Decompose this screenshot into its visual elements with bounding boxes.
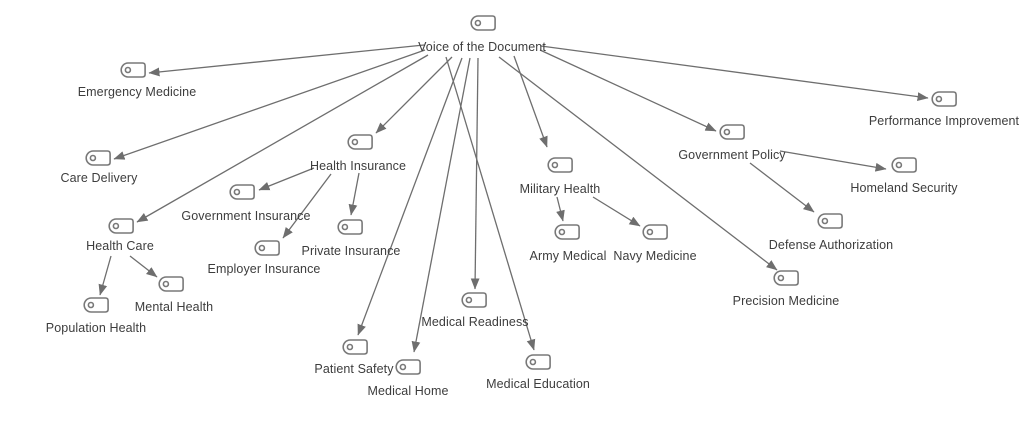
node-government-insurance-tag-icon[interactable] [229, 184, 255, 200]
node-performance-improvement-label[interactable]: Performance Improvement [868, 114, 1020, 128]
node-patient-safety-tag-icon[interactable] [342, 339, 368, 355]
node-government-policy-tag-icon[interactable] [719, 124, 745, 140]
node-care-delivery-label[interactable]: Care Delivery [60, 171, 138, 185]
node-private-insurance-tag-icon[interactable] [337, 219, 363, 235]
node-navy-medicine-tag-icon[interactable] [642, 224, 668, 240]
node-health-insurance-label[interactable]: Health Insurance [309, 159, 407, 173]
node-medical-home-label[interactable]: Medical Home [367, 384, 449, 398]
node-emergency-medicine-label[interactable]: Emergency Medicine [77, 85, 197, 99]
edge-voice-of-the-document--health-care [136, 54, 429, 223]
node-health-insurance-tag-icon[interactable] [347, 134, 373, 150]
edge-voice-of-the-document--performance-improvement [540, 45, 929, 101]
edge-health-insurance--employer-insurance [282, 173, 332, 239]
node-employer-insurance-label[interactable]: Employer Insurance [207, 262, 321, 276]
edge-health-care--mental-health [129, 255, 158, 278]
node-army-medical-label[interactable]: Army Medical [529, 249, 607, 263]
edge-health-insurance--private-insurance [348, 172, 360, 216]
node-precision-medicine-tag-icon[interactable] [773, 270, 799, 286]
node-employer-insurance-tag-icon[interactable] [254, 240, 280, 256]
node-care-delivery-tag-icon[interactable] [85, 150, 111, 166]
node-army-medical-tag-icon[interactable] [554, 224, 580, 240]
edge-voice-of-the-document--military-health [513, 55, 548, 148]
node-health-care-tag-icon[interactable] [108, 218, 134, 234]
edge-health-insurance--government-insurance [258, 167, 315, 191]
edge-health-care--population-health [98, 255, 112, 296]
node-medical-education-label[interactable]: Medical Education [486, 377, 590, 391]
edge-military-health--army-medical [556, 196, 565, 222]
node-mental-health-label[interactable]: Mental Health [134, 300, 214, 314]
node-defense-authorization-tag-icon[interactable] [817, 213, 843, 229]
node-patient-safety-label[interactable]: Patient Safety [314, 362, 394, 376]
node-government-insurance-label[interactable]: Government Insurance [181, 209, 311, 223]
node-private-insurance-label[interactable]: Private Insurance [301, 244, 401, 258]
node-voice-of-the-document-tag-icon[interactable] [470, 15, 496, 31]
edge-government-policy--homeland-security [779, 150, 887, 172]
node-emergency-medicine-tag-icon[interactable] [120, 62, 146, 78]
node-precision-medicine-label[interactable]: Precision Medicine [732, 294, 840, 308]
edge-military-health--navy-medicine [592, 196, 641, 227]
node-military-health-label[interactable]: Military Health [519, 182, 601, 196]
edge-voice-of-the-document--patient-safety [357, 57, 463, 336]
node-performance-improvement-tag-icon[interactable] [931, 91, 957, 107]
edge-voice-of-the-document--medical-home [411, 57, 471, 353]
node-homeland-security-label[interactable]: Homeland Security [850, 181, 958, 195]
edge-voice-of-the-document--emergency-medicine [148, 44, 425, 77]
edge-voice-of-the-document--care-delivery [113, 49, 426, 160]
node-voice-of-the-document-label[interactable]: Voice of the Document [418, 40, 546, 54]
edge-government-policy--defense-authorization [749, 162, 815, 213]
edge-voice-of-the-document--health-insurance [375, 56, 453, 134]
edge-voice-of-the-document--precision-medicine [498, 56, 778, 271]
node-defense-authorization-label[interactable]: Defense Authorization [768, 238, 894, 252]
node-population-health-label[interactable]: Population Health [45, 321, 147, 335]
node-medical-home-tag-icon[interactable] [395, 359, 421, 375]
node-health-care-label[interactable]: Health Care [86, 239, 154, 253]
edge-voice-of-the-document--medical-readiness [470, 57, 480, 290]
node-medical-education-tag-icon[interactable] [525, 354, 551, 370]
node-government-policy-label[interactable]: Government Policy [678, 148, 786, 162]
node-homeland-security-tag-icon[interactable] [891, 157, 917, 173]
node-medical-readiness-label[interactable]: Medical Readiness [421, 315, 529, 329]
node-navy-medicine-label[interactable]: Navy Medicine [613, 249, 697, 263]
edge-voice-of-the-document--government-policy [539, 49, 717, 132]
node-military-health-tag-icon[interactable] [547, 157, 573, 173]
node-population-health-tag-icon[interactable] [83, 297, 109, 313]
node-mental-health-tag-icon[interactable] [158, 276, 184, 292]
node-medical-readiness-tag-icon[interactable] [461, 292, 487, 308]
